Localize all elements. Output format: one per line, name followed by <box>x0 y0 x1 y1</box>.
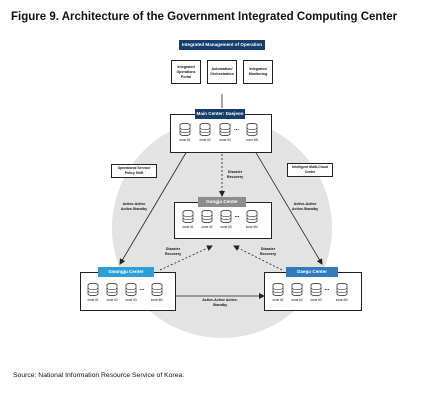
zone-label: zone #N <box>150 298 163 302</box>
daegu-center: Daegu Center zone #1 zone #2 zone #3 zone #… <box>264 267 362 311</box>
zone-item: zone #N <box>149 283 165 305</box>
zone-label: zone #3 <box>219 138 231 142</box>
daegu-to-gongju-arrow <box>233 245 283 271</box>
zone-label: zone #2 <box>199 138 211 142</box>
zone-item: zone #N <box>244 123 260 145</box>
integrated-management-header: Integrated Management of Operation <box>179 40 265 50</box>
zone-label: zone #2 <box>106 298 118 302</box>
zone-item: zone #3 <box>308 283 324 305</box>
zone-label: zone #N <box>246 138 258 142</box>
active-active-standby-label-right: Active-Active Active-Standby <box>291 202 319 211</box>
daegu-center-header: Daegu Center <box>286 267 338 277</box>
gongju-center: Gongju Center zone #1 zone #2 zone #3 zone … <box>174 197 272 239</box>
zone-label: zone #1 <box>179 138 191 142</box>
zone-label: zone #1 <box>87 298 99 302</box>
database-icon <box>336 283 347 296</box>
zone-label: zone #N <box>245 225 258 229</box>
main-to-gwangju-arrow <box>119 140 196 265</box>
zone-label: zone #3 <box>125 298 137 302</box>
gwangju-center-header: Gwangju Center <box>98 267 154 277</box>
database-icon <box>220 210 232 223</box>
zone-item: zone #3 <box>217 123 233 145</box>
database-icon <box>310 283 322 296</box>
main-center-daejeon: Main Center: Daejeon zone #1 zone #2 zone … <box>170 109 272 153</box>
zone-item: zone #1 <box>180 210 196 232</box>
zone-item: zone #2 <box>199 210 215 232</box>
database-icon <box>125 283 137 296</box>
database-icon <box>246 210 257 223</box>
database-icon <box>219 123 231 136</box>
database-icon <box>87 283 99 296</box>
database-icon <box>291 283 303 296</box>
ellipsis: ... <box>234 126 240 132</box>
operational-service-policy-shift-label: Operational Service/ Policy Shift <box>111 164 157 178</box>
zone-item: zone #2 <box>104 283 120 305</box>
zone-item: zone #N <box>244 210 260 232</box>
integrated-monitoring: Integrated Monitoring <box>243 60 273 84</box>
automation-orchestration: Automation/ Orchestration <box>207 60 237 84</box>
database-icon <box>199 123 211 136</box>
zone-item: zone #2 <box>197 123 213 145</box>
disaster-recovery-label-gwangju: Disaster Recovery <box>164 247 182 256</box>
gwangju-to-gongju-arrow <box>159 245 213 271</box>
database-icon <box>182 210 194 223</box>
zone-label: zone #N <box>335 298 348 302</box>
source-note: Source: National Information Resource Se… <box>13 372 185 379</box>
zone-item: zone #1 <box>177 123 193 145</box>
gongju-center-header: Gongju Center <box>198 197 246 207</box>
zone-label: zone #2 <box>291 298 303 302</box>
figure-title: Figure 9. Architecture of the Government… <box>11 11 398 23</box>
main-to-daegu-arrow <box>246 140 323 265</box>
database-icon <box>179 123 191 136</box>
zone-item: zone #3 <box>218 210 234 232</box>
ellipsis: ... <box>234 213 240 219</box>
zone-item: zone #N <box>334 283 350 305</box>
zone-label: zone #1 <box>272 298 284 302</box>
database-icon <box>106 283 118 296</box>
ellipsis: ... <box>139 286 145 292</box>
database-icon <box>246 123 258 136</box>
zone-label: zone #3 <box>220 225 232 229</box>
zone-label: zone #2 <box>201 225 213 229</box>
zone-item: zone #3 <box>123 283 139 305</box>
database-icon <box>201 210 213 223</box>
integrated-operations-portal: Integrated Operations Portal <box>171 60 201 84</box>
database-icon <box>151 283 162 296</box>
active-active-standby-label-bottom: Active-Active Active-Standby <box>202 298 238 307</box>
integrated-management-panel: Integrated Management of Operation Integ… <box>163 40 283 96</box>
zone-label: zone #1 <box>182 225 194 229</box>
gwangju-center: Gwangju Center zone #1 zone #2 zone #3 zone… <box>80 267 176 311</box>
database-icon <box>272 283 284 296</box>
disaster-recovery-label-main: Disaster Recovery <box>226 170 244 179</box>
disaster-recovery-label-daegu: Disaster Recovery <box>259 247 277 256</box>
zone-label: zone #3 <box>310 298 322 302</box>
zone-item: zone #1 <box>85 283 101 305</box>
main-center-header: Main Center: Daejeon <box>195 109 245 119</box>
intelligent-multi-cloud-center-label: Intelligent Multi-Cloud Center <box>287 163 333 177</box>
zone-item: zone #1 <box>270 283 286 305</box>
active-active-standby-label-left: Active-Active Active-Standby <box>120 202 148 211</box>
zone-item: zone #2 <box>289 283 305 305</box>
ellipsis: ... <box>324 286 330 292</box>
